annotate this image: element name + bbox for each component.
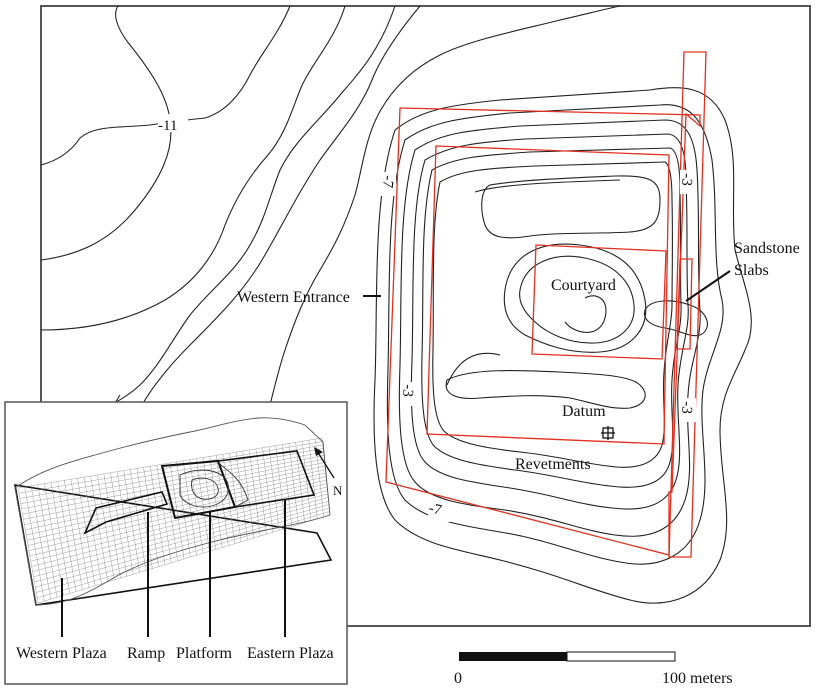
platform-label: Platform — [176, 645, 233, 662]
scale-bar: 0 100 meters — [454, 651, 733, 687]
sandstone-slabs-label-line1: Sandstone — [734, 240, 800, 257]
datum-label: Datum — [562, 403, 606, 420]
inset-3d-view: N Western Plaza Ramp Platform Eastern Pl… — [4, 401, 348, 685]
eastern-plaza-label: Eastern Plaza — [247, 645, 334, 662]
courtyard-contours — [503, 243, 708, 353]
terrace-contours — [445, 175, 661, 409]
north-label: N — [333, 483, 343, 498]
ramp-label: Ramp — [127, 645, 165, 662]
revetments-label: Revetments — [515, 456, 591, 473]
inset-terrain-outline — [14, 417, 331, 606]
excavation-unit-slabs — [676, 258, 693, 350]
scale-bar-end-label: 100 meters — [662, 670, 733, 687]
excavation-unit-courtyard — [531, 244, 667, 360]
sandstone-slabs-leader — [685, 270, 731, 302]
courtyard-label: Courtyard — [551, 277, 616, 294]
north-arrow-icon — [314, 447, 335, 479]
contour-label-minus-3-left: -3 — [399, 384, 416, 398]
contour-label-minus-3-right-top: -3 — [678, 173, 695, 187]
datum-marker-icon — [601, 426, 615, 440]
western-entrance-label: Western Entrance — [237, 289, 350, 306]
scale-bar-start-label: 0 — [454, 670, 462, 687]
inset-platform-contours — [179, 461, 249, 508]
excavation-unit-outer — [385, 107, 701, 556]
contour-label-minus-7-top: -7 — [379, 175, 396, 189]
western-plaza-label: Western Plaza — [16, 645, 107, 662]
inset-ramp — [83, 491, 169, 535]
contour-label-minus-3-right-bottom: -3 — [678, 401, 695, 415]
excavation-unit-platform — [426, 145, 670, 445]
excavation-unit-east-trench — [668, 51, 707, 558]
contour-label-minus-11: -11 — [158, 118, 177, 134]
contour-label-minus-7-bottom: -7 — [427, 500, 443, 519]
sandstone-slabs-label-line2: Slabs — [734, 262, 769, 279]
excavation-units — [385, 51, 707, 558]
